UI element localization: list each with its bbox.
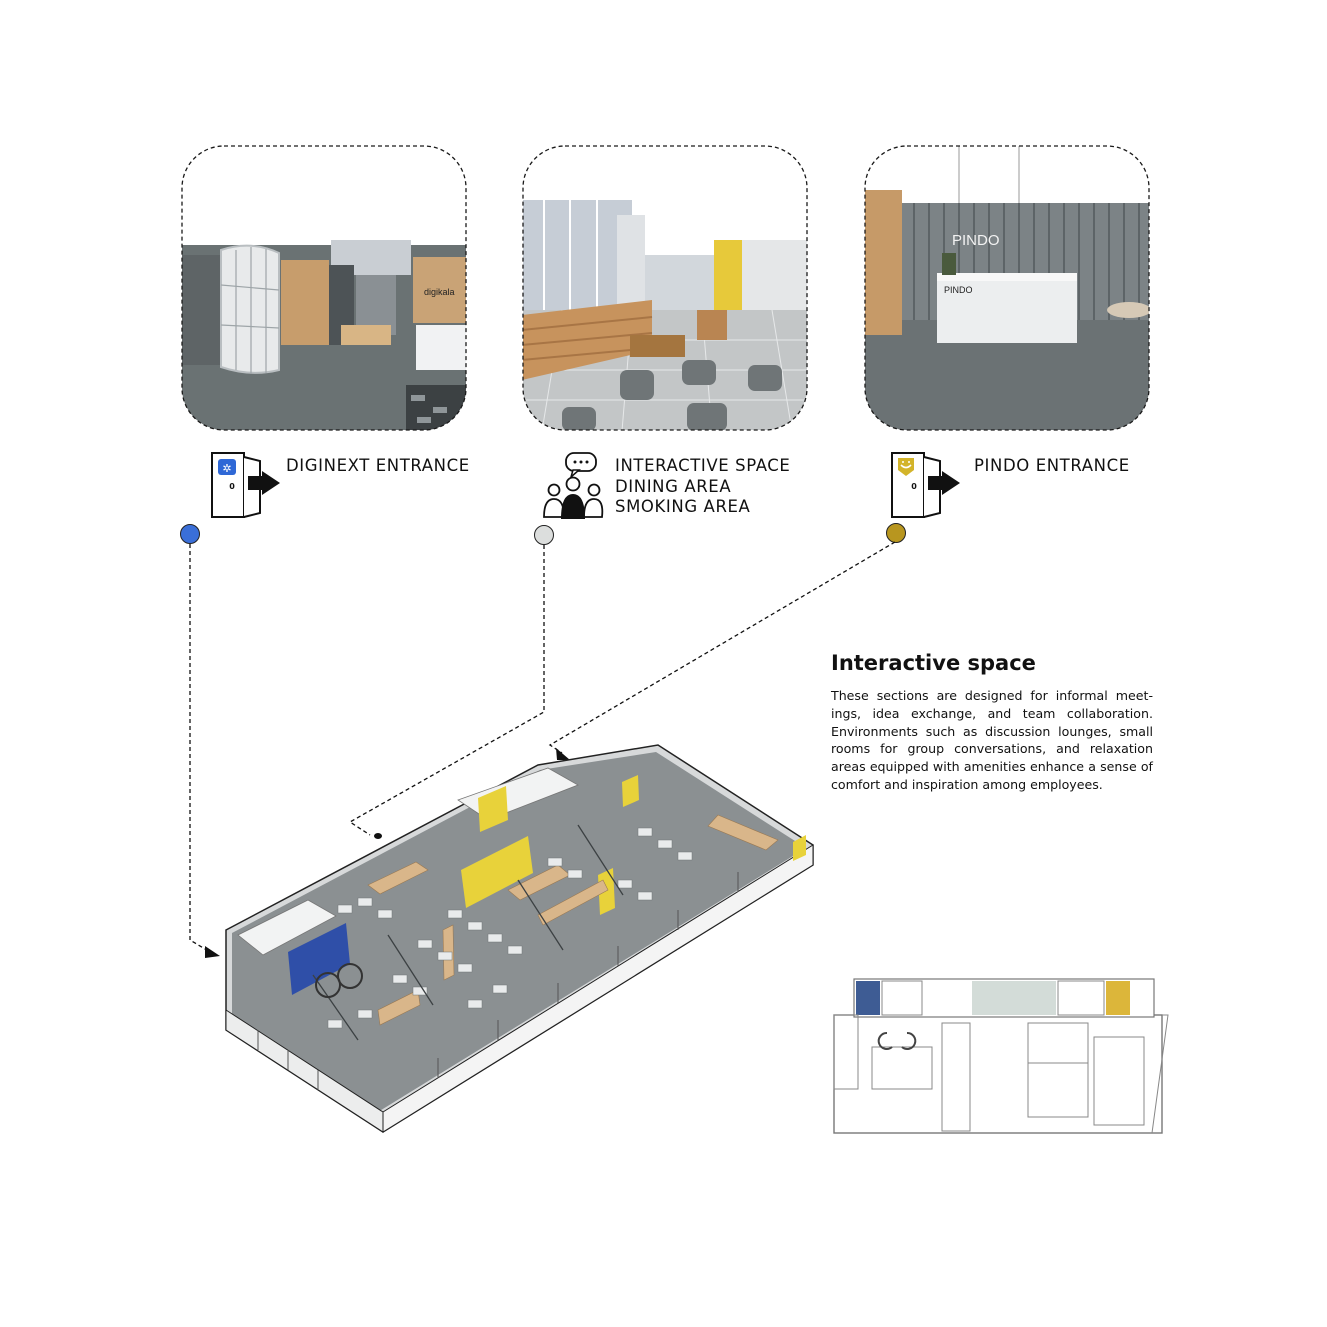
door-exit-icon: 0 [891,452,960,518]
diginext-marker-dot [180,524,200,544]
diginext-entrance-render: digikala [181,145,467,431]
isometric-floor-plan [225,744,814,1133]
key-floor-plan [833,978,1169,1134]
label-line: PINDO ENTRANCE [974,456,1130,475]
door-exit-icon: ✲ 0 [211,452,280,518]
interactive-marker-dot [534,525,554,545]
svg-text:✲: ✲ [222,462,231,475]
pindo-entrance-label: PINDO ENTRANCE [974,456,1130,477]
pindo-desk-sign: PINDO [944,285,973,295]
info-body: These sections are designed for informal… [831,688,1153,792]
label-line: INTERACTIVE SPACE [615,456,791,475]
label-line: DIGINEXT ENTRANCE [286,456,470,475]
interactive-space-render [522,145,808,431]
digikala-sign-text: digikala [424,287,455,297]
svg-text:0: 0 [911,482,917,491]
info-title: Interactive space [831,651,1036,675]
people-chat-icon [543,452,604,519]
pindo-wall-sign: PINDO [952,232,1000,249]
label-line: DINING AREA [615,476,732,496]
pindo-entrance-render: PINDO PINDO [864,145,1150,431]
svg-text:0: 0 [229,482,235,491]
label-line: SMOKING AREA [615,497,751,516]
diginext-entrance-label: DIGINEXT ENTRANCE [286,456,470,477]
interactive-space-label: INTERACTIVE SPACE DINING AREA SMOKING AR… [615,456,790,518]
pindo-marker-dot [886,523,906,543]
